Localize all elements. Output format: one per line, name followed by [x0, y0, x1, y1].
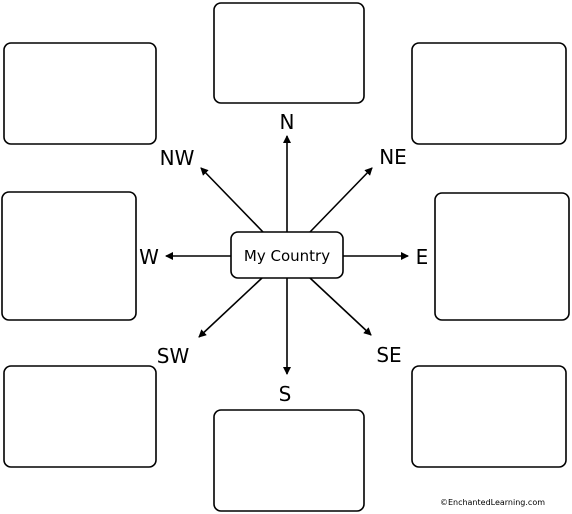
box-west[interactable]: [1, 191, 137, 321]
label-southwest: SW: [157, 344, 190, 368]
box-north[interactable]: [213, 2, 365, 104]
label-north: N: [280, 110, 295, 134]
label-west: W: [139, 245, 159, 269]
label-southeast: SE: [376, 343, 401, 367]
box-northeast[interactable]: [411, 42, 567, 145]
box-east[interactable]: [434, 192, 570, 321]
credit-text: ©EnchantedLearning.com: [440, 498, 545, 507]
center-label: My Country: [244, 247, 330, 265]
label-south: S: [279, 382, 292, 406]
arrow-southeast: [309, 277, 372, 336]
label-northwest: NW: [160, 146, 195, 170]
label-east: E: [416, 245, 429, 269]
center-box[interactable]: [230, 231, 344, 279]
box-southeast[interactable]: [411, 365, 567, 468]
box-south[interactable]: [213, 409, 365, 512]
arrow-southwest: [198, 277, 263, 338]
arrow-northwest: [200, 167, 264, 233]
box-northwest[interactable]: [3, 42, 157, 145]
box-southwest[interactable]: [3, 365, 157, 468]
arrow-northeast: [309, 167, 373, 233]
label-northeast: NE: [379, 145, 407, 169]
